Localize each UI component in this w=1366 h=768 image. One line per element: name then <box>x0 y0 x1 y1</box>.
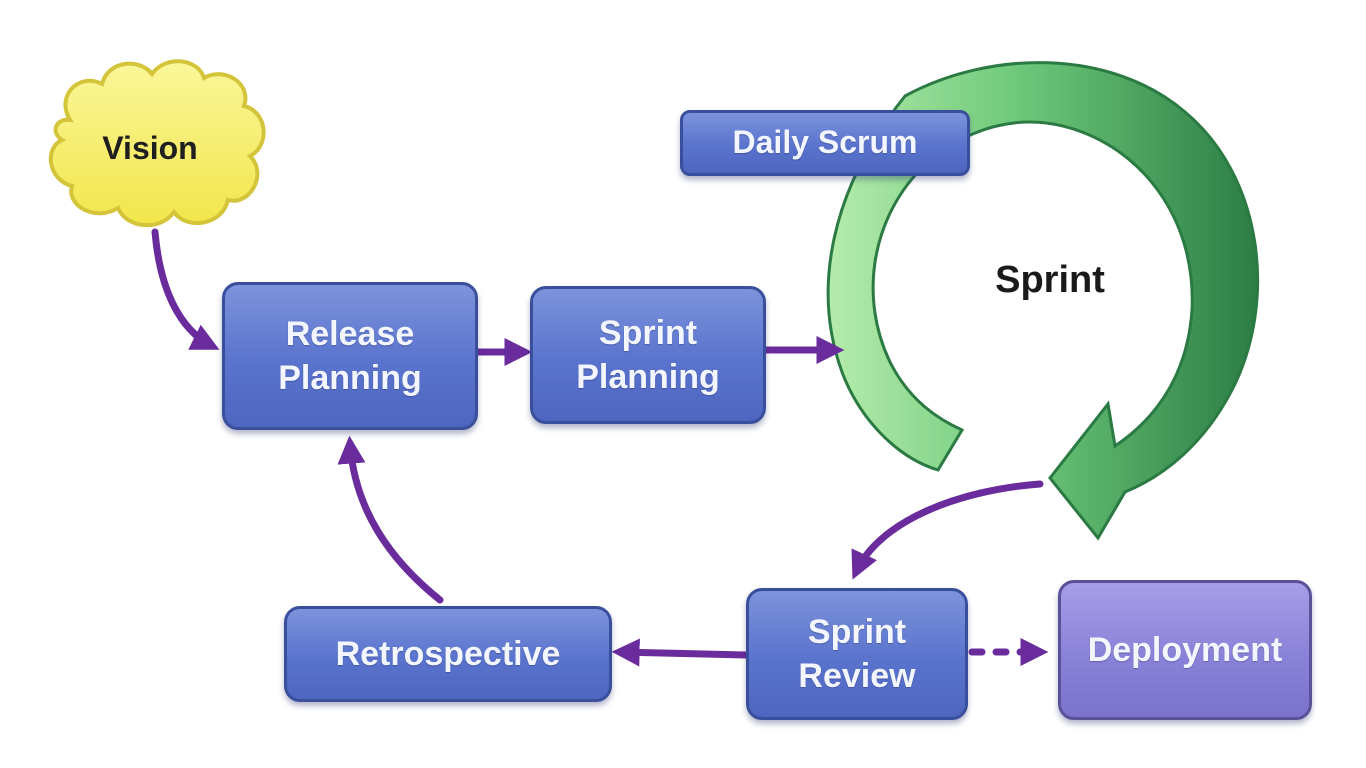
vision-label: Vision <box>102 129 198 166</box>
sprint-review-box: Sprint Review <box>746 588 968 720</box>
sprint-planning-box: Sprint Planning <box>530 286 766 424</box>
daily-scrum-box: Daily Scrum <box>680 110 970 176</box>
vision-cloud-icon <box>48 59 266 228</box>
arrow-review-to-retrospective <box>611 638 750 667</box>
flow-arrows <box>151 228 1049 667</box>
arrow-vision-to-release <box>151 228 220 350</box>
sprint-label: Sprint <box>995 258 1105 301</box>
release-planning-box: Release Planning <box>222 282 478 430</box>
arrow-sprint-to-review <box>851 480 1044 580</box>
sprint-cycle-arrow-icon <box>826 61 1260 541</box>
deployment-box: Deployment <box>1058 580 1312 720</box>
retrospective-box: Retrospective <box>284 606 612 702</box>
arrow-retrospective-to-release <box>337 435 444 604</box>
